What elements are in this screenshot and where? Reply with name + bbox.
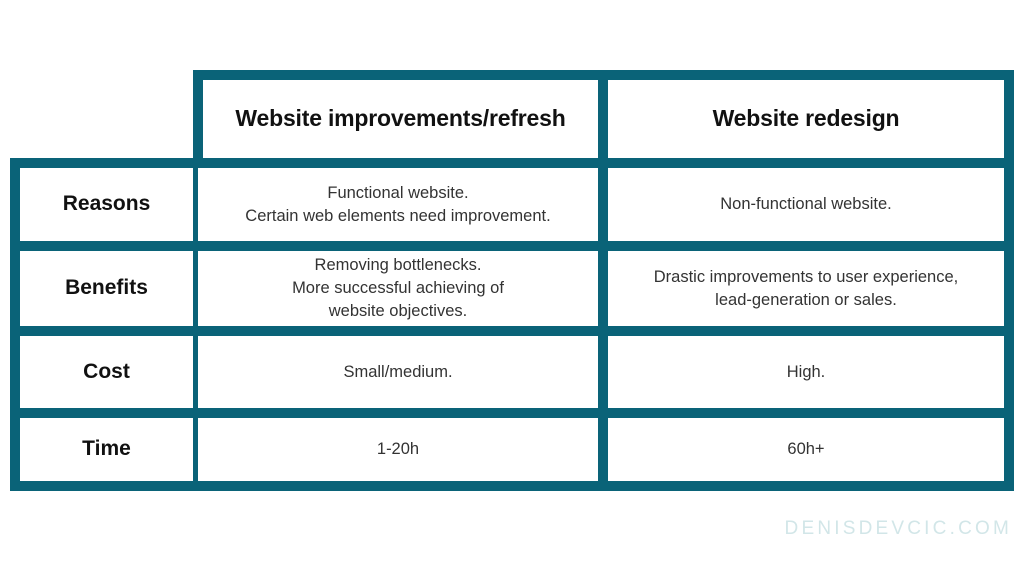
row-label-text: Time xyxy=(82,437,131,461)
row-label-cost: Cost xyxy=(10,326,193,408)
cell-text-line: More successful achieving of xyxy=(292,279,504,298)
cell-text: Drastic improvements to user experience,… xyxy=(654,266,958,312)
cell-text-line: High. xyxy=(786,362,826,381)
cell-text-line: lead-generation or sales. xyxy=(715,290,897,309)
column-header-website-redesign: Website redesign xyxy=(603,70,1014,158)
column-header-website-improvements: Website improvements/refresh xyxy=(193,70,603,158)
cell-text-line: Small/medium. xyxy=(343,362,453,381)
table-cell-time-improvements: 1-20h xyxy=(193,408,603,491)
table-corner-cell xyxy=(10,70,193,158)
table-cell-reasons-redesign: Non-functional website. xyxy=(603,158,1014,241)
table-cell-time-redesign: 60h+ xyxy=(603,408,1014,491)
table-cell-cost-improvements: Small/medium. xyxy=(193,326,603,408)
table-cell-cost-redesign: High. xyxy=(603,326,1014,408)
table-grid: Website improvements/refresh Website red… xyxy=(10,70,1014,496)
row-label-benefits: Benefits xyxy=(10,241,193,326)
cell-text: Functional website. Certain web elements… xyxy=(245,182,550,228)
table-cell-benefits-improvements: Removing bottlenecks. More successful ac… xyxy=(193,241,603,326)
row-label-reasons: Reasons xyxy=(10,158,193,241)
cell-text: 1-20h xyxy=(377,438,419,461)
cell-text-line: Certain web elements need improvement. xyxy=(245,206,551,225)
cell-text-line: website objectives. xyxy=(328,301,468,320)
watermark-text: DENISDEVCIC.COM xyxy=(784,518,1012,539)
cell-text-line: Removing bottlenecks. xyxy=(314,256,482,275)
table-cell-benefits-redesign: Drastic improvements to user experience,… xyxy=(603,241,1014,326)
row-label-text: Benefits xyxy=(65,276,148,300)
cell-text-line: 1-20h xyxy=(376,440,420,459)
cell-text-line: Drastic improvements to user experience, xyxy=(653,267,959,286)
column-header-label: Website improvements/refresh xyxy=(235,105,566,132)
row-label-text: Cost xyxy=(83,359,130,383)
cell-text: Non-functional website. xyxy=(720,193,892,216)
row-label-text: Reasons xyxy=(62,192,151,216)
row-label-time: Time xyxy=(10,408,193,491)
cell-text: 60h+ xyxy=(787,438,824,461)
cell-text: Small/medium. xyxy=(343,361,452,384)
table-cell-reasons-improvements: Functional website. Certain web elements… xyxy=(193,158,603,241)
column-header-label: Website redesign xyxy=(712,105,900,132)
cell-text-line: 60h+ xyxy=(787,440,825,459)
cell-text: Removing bottlenecks. More successful ac… xyxy=(292,254,504,322)
comparison-table: Website improvements/refresh Website red… xyxy=(10,70,1014,496)
cell-text-line: Functional website. xyxy=(327,183,469,202)
cell-text-line: Non-functional website. xyxy=(720,195,892,214)
cell-text: High. xyxy=(787,361,826,384)
